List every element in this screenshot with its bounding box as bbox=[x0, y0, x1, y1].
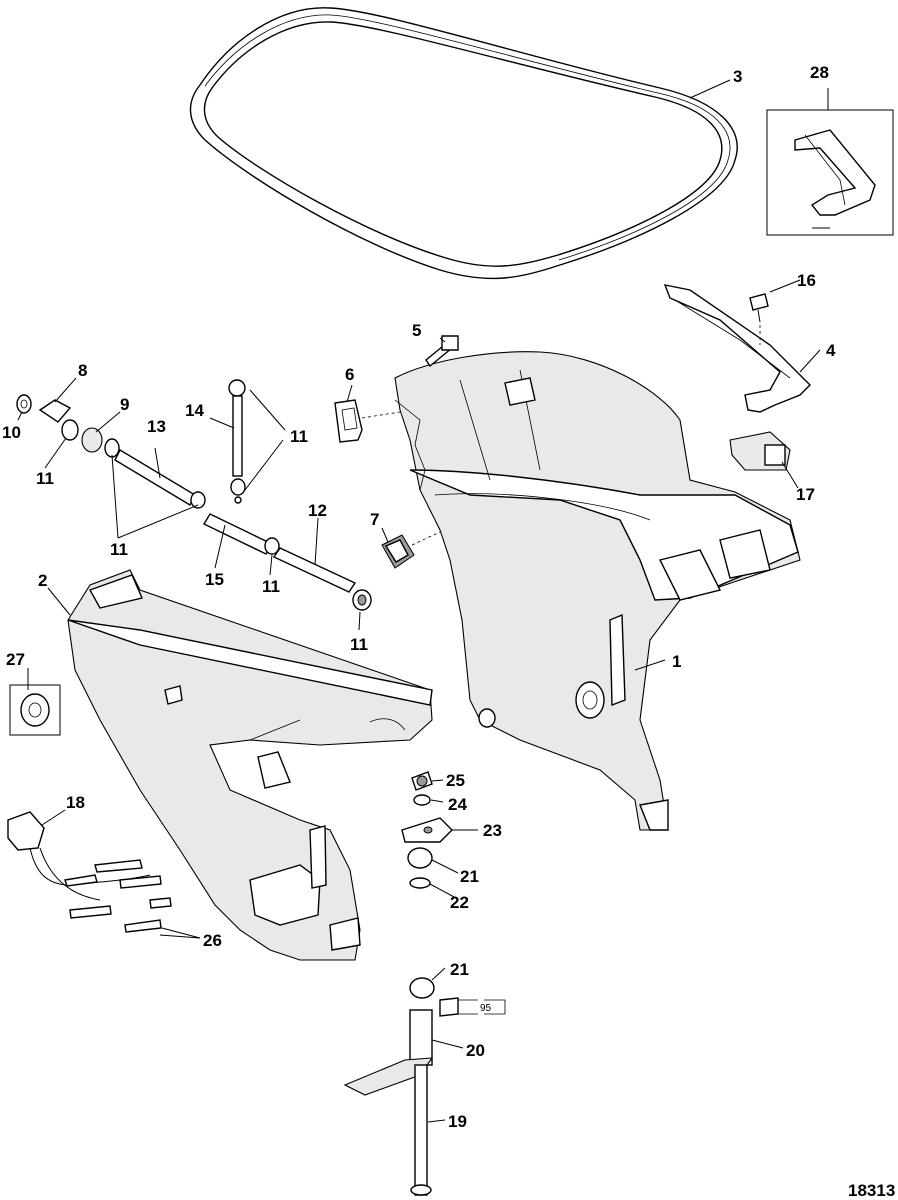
callout-11-middle: 11 bbox=[110, 540, 128, 559]
clip-6 bbox=[334, 399, 401, 443]
callout-11-upper: 11 bbox=[290, 427, 308, 446]
cowl-latch bbox=[729, 431, 791, 471]
callout-20: 20 bbox=[466, 1041, 485, 1060]
callout-4: 4 bbox=[826, 341, 836, 360]
callout-3: 3 bbox=[733, 67, 742, 86]
callout-13: 13 bbox=[147, 417, 166, 436]
callout-12: 12 bbox=[308, 501, 327, 520]
front-lower-cowl bbox=[67, 569, 433, 961]
top-cowl-seal bbox=[189, 7, 738, 280]
pivot-shafts bbox=[114, 449, 372, 611]
callout-23: 23 bbox=[483, 821, 502, 840]
callout-21-lower: 21 bbox=[450, 960, 469, 979]
callout-14: 14 bbox=[185, 401, 204, 420]
clip-nut-7 bbox=[381, 531, 441, 569]
callout-22: 22 bbox=[450, 893, 469, 912]
callout-1: 1 bbox=[672, 652, 681, 671]
callout-19: 19 bbox=[448, 1112, 467, 1131]
callout-27: 27 bbox=[6, 650, 25, 669]
callout-11-lower: 11 bbox=[262, 577, 280, 596]
callout-11-left: 11 bbox=[36, 469, 54, 488]
cowl-bracket bbox=[663, 284, 811, 413]
screw-16 bbox=[749, 293, 769, 345]
rear-lower-cowl bbox=[394, 351, 801, 831]
leader-lines bbox=[17, 79, 829, 1123]
callout-10: 10 bbox=[2, 423, 21, 442]
callout-7: 7 bbox=[370, 510, 379, 529]
callout-24: 24 bbox=[448, 795, 467, 814]
callout-16: 16 bbox=[797, 271, 816, 290]
callout-25: 25 bbox=[446, 771, 465, 790]
lubricant-code: 95 bbox=[480, 1003, 492, 1014]
hardware-column bbox=[343, 771, 506, 1196]
callout-6: 6 bbox=[345, 365, 354, 384]
callout-8: 8 bbox=[78, 361, 87, 380]
inset-bracket-box bbox=[766, 109, 894, 236]
callout-15: 15 bbox=[205, 570, 224, 589]
callout-2: 2 bbox=[38, 571, 47, 590]
callout-labels: 3 28 16 4 17 5 6 7 8 9 10 11 13 14 11 11… bbox=[2, 63, 895, 1200]
vertical-rod-14 bbox=[228, 379, 246, 504]
bolt-5 bbox=[425, 335, 459, 368]
left-fastener-stack bbox=[16, 394, 120, 458]
callout-18: 18 bbox=[66, 793, 85, 812]
callout-5: 5 bbox=[412, 321, 421, 340]
grommet-inset bbox=[9, 684, 61, 736]
callout-9: 9 bbox=[120, 395, 129, 414]
callout-28: 28 bbox=[810, 63, 829, 82]
figure-number: 18313 bbox=[848, 1181, 895, 1200]
callout-11-right: 11 bbox=[350, 635, 368, 654]
callout-21-upper: 21 bbox=[460, 867, 479, 886]
wiring-harness bbox=[7, 811, 172, 933]
callout-17: 17 bbox=[796, 485, 815, 504]
callout-26: 26 bbox=[203, 931, 222, 950]
